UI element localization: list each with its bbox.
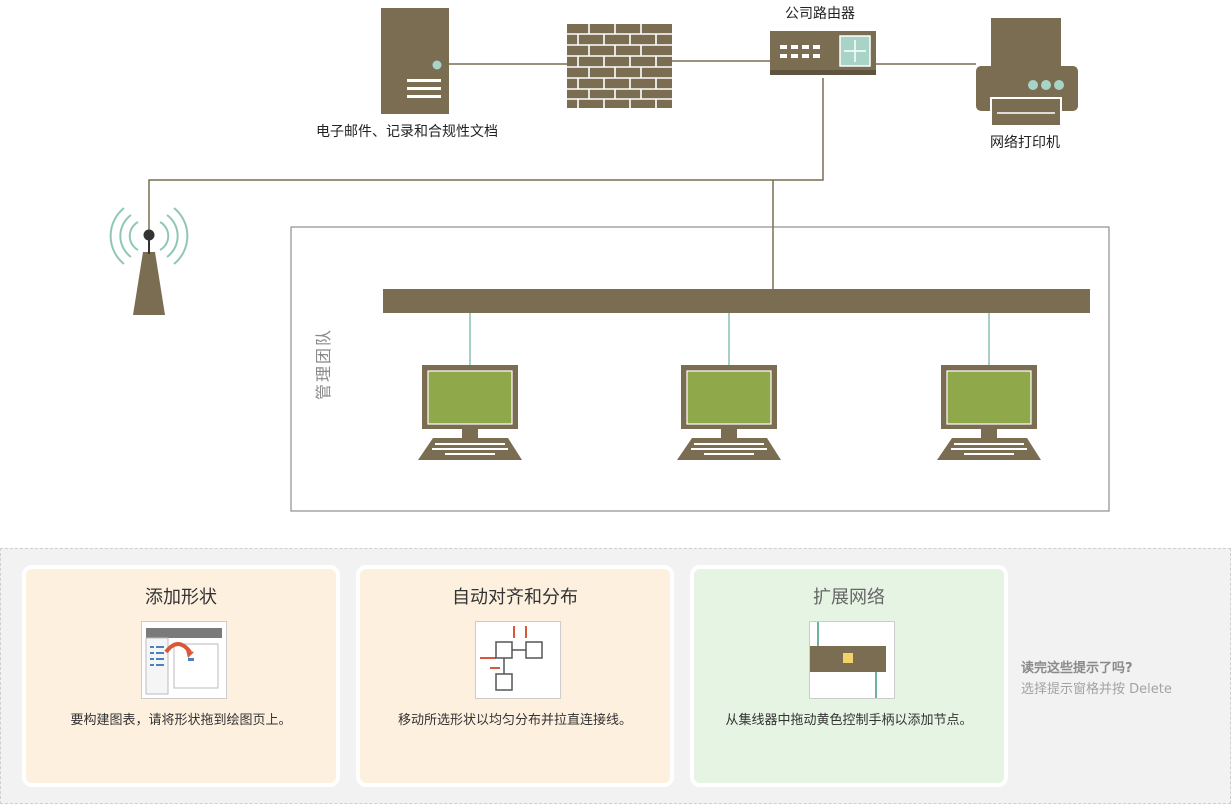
tip-description: 移动所选形状以均匀分布并拉直连接线。 [397,713,632,728]
tip-card-expand-network[interactable]: 扩展网络 从集线器中拖动黄色控制手柄以添加节点。 [690,565,1008,787]
drag-shape-thumbnail-icon [141,621,227,699]
firewall-icon[interactable] [567,24,672,108]
hub-handle-thumbnail-icon [809,621,895,699]
tip-title: 自动对齐和分布 [452,587,578,608]
network-diagram [109,8,1110,512]
management-group-box[interactable] [290,226,1110,512]
network-connections [148,60,976,289]
tip-description: 要构建图表，请将形状拖到绘图页上。 [70,713,292,728]
computer-icon[interactable] [418,365,522,460]
align-shapes-thumbnail-icon [475,621,561,699]
hint-question: 读完这些提示了吗? [1021,661,1133,676]
hint-action: 选择提示窗格并按 Delete [1021,682,1172,697]
tip-title: 添加形状 [145,587,217,608]
hub-drops [469,313,990,365]
computer-icon[interactable] [677,365,781,460]
computer-icon[interactable] [937,365,1041,460]
router-label: 公司路由器 [785,6,855,22]
router-tower-link [148,78,824,232]
diagram-canvas[interactable]: 电子邮件、记录和合规性文档 公司路由器 网络打印机 管理团队 [0,0,1231,548]
server-label: 电子邮件、记录和合规性文档 [316,124,498,140]
tip-title: 扩展网络 [813,587,885,608]
tip-description: 从集线器中拖动黄色控制手柄以添加节点。 [725,713,973,728]
printer-label: 网络打印机 [990,135,1060,151]
tips-pane[interactable]: 添加形状 要构建图表，请将形状拖到绘图页上。 自动对齐和分布 [0,548,1231,804]
tip-card-auto-align[interactable]: 自动对齐和分布 移动所选形状以均匀分布并拉直连接线。 [356,565,674,787]
tip-card-add-shapes[interactable]: 添加形状 要构建图表，请将形状拖到绘图页上。 [22,565,340,787]
router-icon[interactable] [770,31,876,75]
dismiss-hint: 读完这些提示了吗? 选择提示窗格并按 Delete [1021,657,1172,697]
hub-bar[interactable] [383,289,1090,313]
printer-icon[interactable] [976,18,1078,127]
server-icon[interactable] [381,8,449,114]
group-label: 管理团队 [314,327,333,400]
wireless-tower-icon[interactable] [109,207,189,315]
